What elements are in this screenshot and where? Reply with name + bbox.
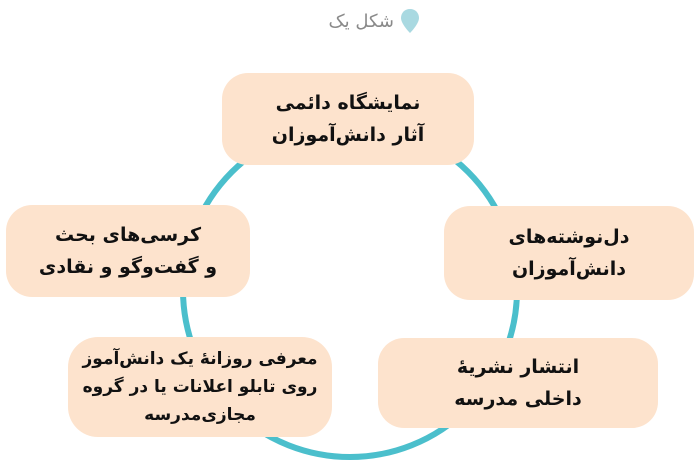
item-line: کرسی‌های بحث (54, 224, 202, 246)
item-line: و گفت‌وگو و نقادی (38, 256, 218, 278)
cycle-item-bottom-right: انتشار نشریهٔ داخلی مدرسه (378, 338, 658, 428)
item-line: آثار دانش‌آموزان (271, 124, 425, 146)
cycle-item-top: نمایشگاه دائمی آثار دانش‌آموزان (222, 73, 474, 165)
caption-text: شکل یک (328, 10, 395, 32)
item-line: انتشار نشریهٔ (456, 356, 580, 378)
figure-caption: شکل یک (300, 6, 420, 36)
item-line: نمایشگاه دائمی (275, 92, 421, 114)
cycle-item-right: دل‌نوشته‌های دانش‌آموزان (444, 206, 694, 300)
item-line: روی تابلو اعلانات یا در گروه (82, 377, 318, 397)
cycle-item-bottom-left: معرفی روزانهٔ یک دانش‌آموز روی تابلو اعل… (68, 337, 332, 437)
item-line: مجازی‌مدرسه (144, 405, 256, 425)
map-pin-icon (401, 9, 419, 33)
item-line: دل‌نوشته‌های (508, 226, 630, 248)
item-line: دانش‌آموزان (511, 258, 627, 280)
item-line: داخلی مدرسه (454, 388, 582, 410)
cycle-item-left: کرسی‌های بحث و گفت‌وگو و نقادی (6, 205, 250, 297)
item-line: معرفی روزانهٔ یک دانش‌آموز (82, 349, 318, 369)
